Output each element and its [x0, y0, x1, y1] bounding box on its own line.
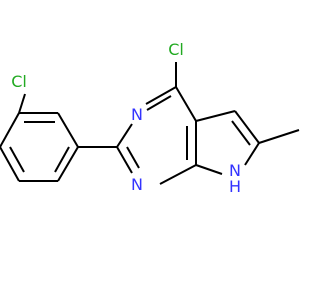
atom-label-n7-h: H — [229, 177, 241, 196]
bond-n7-c7a — [195, 164, 223, 175]
structure-canvas: Cl Cl N N N H — [0, 40, 300, 196]
bond-ph3-ph4 — [0, 112, 20, 148]
bond-n1-c7a — [159, 164, 197, 185]
bond-ph4-ph5-a — [0, 146, 20, 182]
bond-c2-n1-b — [126, 146, 140, 169]
bond-c2-n1-a — [116, 146, 133, 174]
bond-c4-n3-b — [146, 95, 172, 111]
atom-label-cl-top: Cl — [168, 40, 184, 59]
bond-ph6-ph1-b — [54, 146, 70, 173]
bond-n3-c2 — [116, 123, 133, 148]
atom-label-n7: N — [229, 161, 241, 180]
bond-c4-c4a — [175, 86, 197, 122]
bond-c4-n3-a — [145, 86, 177, 105]
bond-ph6-ph1-a — [57, 146, 79, 182]
bond-c6-n7 — [244, 142, 260, 166]
bond-c5-c6-a — [234, 110, 260, 144]
atom-label-n3: N — [131, 105, 143, 124]
molecule-structure: Cl Cl N N N H — [0, 40, 300, 196]
atom-label-cl-left: Cl — [11, 72, 27, 91]
bond-ph3-cl — [18, 93, 26, 114]
bond-c5-c6-b — [231, 120, 251, 146]
bond-ph1-ph2 — [57, 112, 79, 148]
atom-label-n1: N — [131, 175, 143, 194]
bond-c6-methyl — [258, 129, 300, 144]
bond-c4a-c5 — [195, 110, 236, 122]
bond-ph4-ph5-b — [9, 146, 25, 173]
